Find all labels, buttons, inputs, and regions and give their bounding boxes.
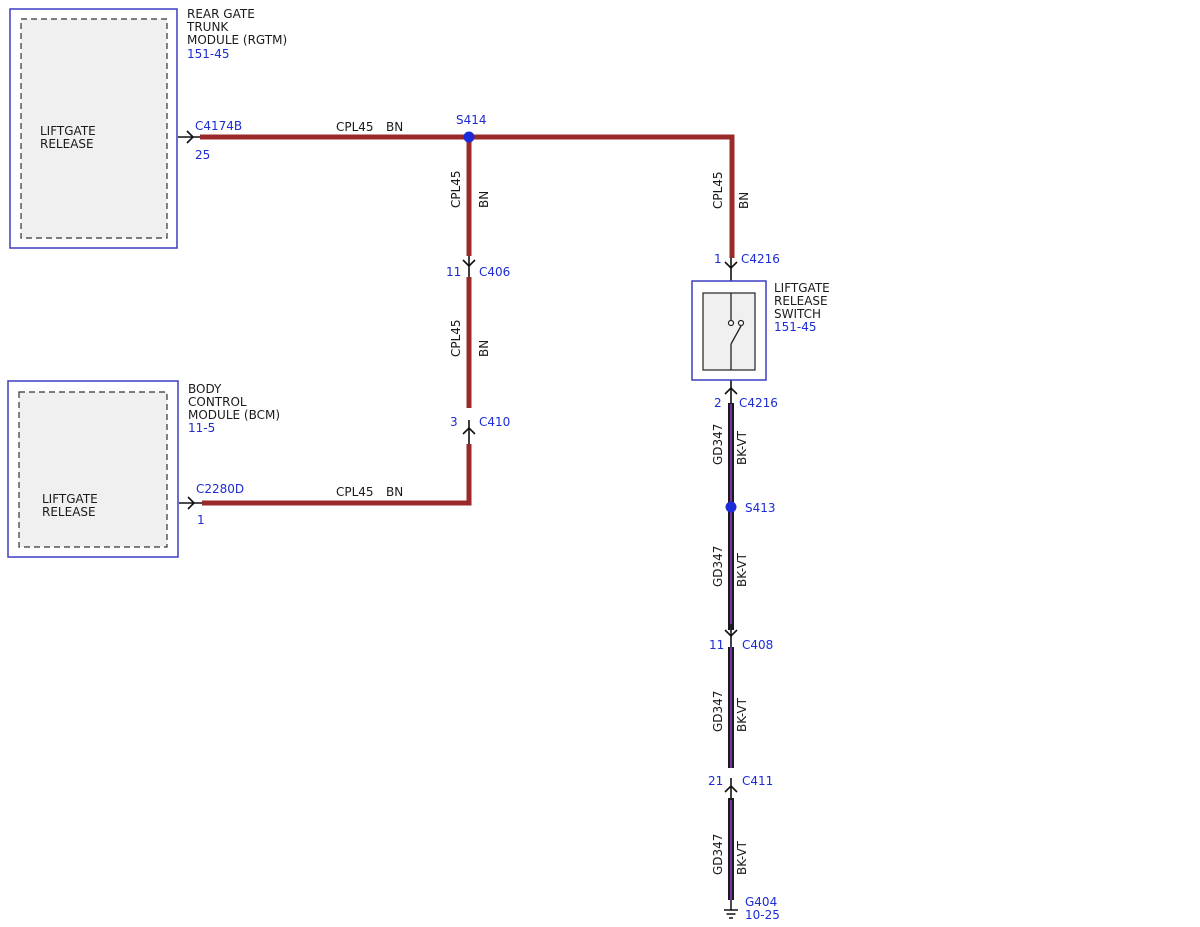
connector-c411: [724, 778, 738, 800]
wire-gd-4-color-label: BK-VT: [735, 840, 749, 875]
splice-s414-label: S414: [456, 113, 487, 127]
wire-gd-3-circuit-label: GD347: [711, 691, 725, 732]
rgtm-name-line-3: MODULE (RGTM): [187, 33, 287, 47]
wire-gd-2-color-label: BK-VT: [735, 552, 749, 587]
bcm-function-line-1: LIFTGATE: [42, 492, 98, 506]
switch-name-line-2: RELEASE: [774, 294, 828, 308]
rgtm-ref: 151-45: [187, 47, 230, 61]
switch-name-line-1: LIFTGATE: [774, 281, 830, 295]
bcm-module-inner: [18, 391, 168, 548]
splice-s414-dot: [463, 131, 475, 143]
wire-top-circuit-label: CPL45: [336, 120, 374, 134]
rgtm-module: LIFTGATE RELEASE: [9, 8, 178, 249]
rgtm-function-line-1: LIFTGATE: [40, 124, 96, 138]
c411-name-label: C411: [742, 774, 773, 788]
c410-pin-label: 3: [450, 415, 458, 429]
wire-bottom-color-label: BN: [386, 485, 403, 499]
connector-c4216-bottom: [724, 380, 738, 404]
wire-s414-c406-color-label: BN: [477, 191, 491, 208]
ground-ref-label: 10-25: [745, 908, 780, 922]
wire-s414-c406-circuit-label: CPL45: [449, 170, 463, 208]
bcm-connector-label: C2280D: [196, 482, 244, 496]
wire-c406-c410-circuit-label: CPL45: [449, 319, 463, 357]
c4216-top-pin-label: 1: [714, 252, 722, 266]
wire-gd-3-color-label: BK-VT: [735, 697, 749, 732]
bcm-function-line-2: RELEASE: [42, 505, 96, 519]
switch-name-line-3: SWITCH: [774, 307, 821, 321]
wire-gd-1-color-label: BK-VT: [735, 430, 749, 465]
wire-switch-top-circuit-label: CPL45: [711, 171, 725, 209]
wire-bottom-circuit-label: CPL45: [336, 485, 374, 499]
wire-gd-2-circuit-label: GD347: [711, 546, 725, 587]
rgtm-pin-connector: [178, 130, 200, 144]
wire-switch-top-color-label: BN: [737, 192, 751, 209]
c406-pin-label: 11: [446, 265, 461, 279]
wire-cpl45-c410-bcm: [202, 444, 472, 506]
bcm-ref: 11-5: [188, 421, 215, 435]
c408-name-label: C408: [742, 638, 773, 652]
connector-c408: [724, 624, 738, 647]
bcm-name-line-2: CONTROL: [188, 395, 247, 409]
rgtm-name-line-2: TRUNK: [186, 20, 229, 34]
ground-name-label: G404: [745, 895, 777, 909]
liftgate-release-switch: [691, 280, 767, 381]
connector-c406: [462, 256, 476, 277]
c411-pin-label: 21: [708, 774, 723, 788]
rgtm-module-inner: [20, 18, 168, 239]
switch-contact-arm: [730, 325, 742, 345]
switch-ref: 151-45: [774, 320, 817, 334]
bcm-module: LIFTGATE RELEASE: [7, 380, 179, 558]
wire-top-color-label: BN: [386, 120, 403, 134]
wire-cpl45-top: [200, 134, 735, 258]
connector-c4216-top: [724, 258, 738, 281]
c4216-bottom-pin-label: 2: [714, 396, 722, 410]
c406-name-label: C406: [479, 265, 510, 279]
c410-name-label: C410: [479, 415, 510, 429]
c4216-top-name-label: C4216: [741, 252, 780, 266]
c408-pin-label: 11: [709, 638, 724, 652]
wire-gd-1-circuit-label: GD347: [711, 424, 725, 465]
connector-c410: [462, 420, 476, 444]
bcm-name-line-3: MODULE (BCM): [188, 408, 280, 422]
rgtm-connector-label: C4174B: [195, 119, 242, 133]
rgtm-function-line-2: RELEASE: [40, 137, 94, 151]
rgtm-pin-label: 25: [195, 148, 210, 162]
bcm-pin-label: 1: [197, 513, 205, 527]
wire-c406-c410-color-label: BN: [477, 340, 491, 357]
splice-s413-label: S413: [745, 501, 776, 515]
c4216-bottom-name-label: C4216: [739, 396, 778, 410]
bcm-pin-connector: [179, 496, 202, 510]
wire-gd-4-circuit-label: GD347: [711, 834, 725, 875]
splice-s413-dot: [725, 501, 737, 513]
ground-g404-icon: [724, 900, 738, 919]
rgtm-name-line-1: REAR GATE: [187, 7, 255, 21]
bcm-name-line-1: BODY: [188, 382, 222, 396]
switch-body: [702, 292, 756, 371]
